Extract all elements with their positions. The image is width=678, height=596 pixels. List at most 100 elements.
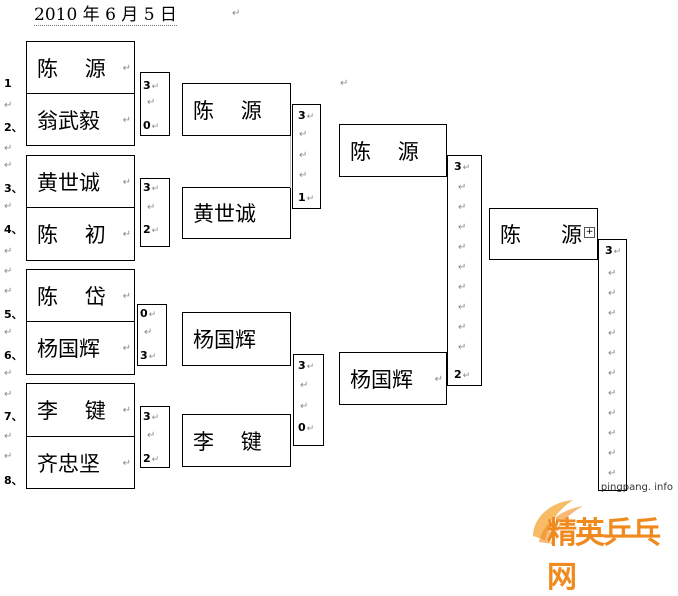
- seed-5: 5、: [4, 308, 23, 321]
- paragraph-mark: ↵: [300, 401, 309, 412]
- seed-3: 3、: [4, 182, 23, 195]
- paragraph-mark: ↵: [4, 431, 13, 442]
- score-bottom: 0↵: [298, 421, 315, 434]
- paragraph-mark: ↵: [122, 62, 131, 74]
- paragraph-mark: ↵: [122, 290, 131, 302]
- player-box-r2-2: 黄世诚: [182, 187, 291, 239]
- score-bottom: 0↵: [143, 119, 160, 132]
- player-box-r2-3: 杨国辉: [182, 312, 291, 366]
- champion-box: 陈 源 +: [489, 208, 598, 260]
- paragraph-mark: ↵: [299, 150, 308, 161]
- player-name: 杨国辉: [193, 328, 256, 352]
- paragraph-mark: ↵: [122, 114, 131, 126]
- player-box-r1-2: 翁武毅 ↵: [26, 93, 135, 146]
- paragraph-mark: ↵: [4, 246, 13, 257]
- logo-swoosh-icon: [533, 500, 583, 544]
- paragraph-mark: ↵: [299, 170, 308, 181]
- seed-8: 8、: [4, 474, 23, 487]
- score-box-r2-1: 3↵ ↵ ↵ ↵ 1↵: [292, 104, 321, 209]
- paragraph-mark: ↵: [4, 389, 13, 400]
- score-box-r2-2: 3↵ ↵ ↵ 0↵: [293, 354, 324, 446]
- paragraph-mark: ↵: [4, 201, 13, 212]
- paragraph-mark-column: ↵↵↵ ↵↵↵ ↵↵↵: [458, 182, 467, 353]
- player-name: 陈 源: [350, 139, 419, 164]
- score-bottom: 1↵: [298, 191, 315, 204]
- score-top: 3↵: [143, 79, 160, 92]
- paragraph-mark: ↵: [300, 380, 309, 391]
- seed-6: 6、: [4, 349, 23, 362]
- page-date: 2010 年 6 月 5 日: [34, 0, 177, 26]
- player-name: 黄世诚: [193, 202, 256, 226]
- score-bottom: 2↵: [454, 368, 471, 381]
- paragraph-mark: ↵: [122, 343, 131, 355]
- paragraph-mark: ↵: [144, 327, 153, 338]
- player-name: 黄世诚: [37, 170, 100, 195]
- final-score: 3↵: [605, 244, 622, 257]
- paragraph-mark: ↵: [147, 97, 156, 108]
- paragraph-mark: ↵: [4, 327, 13, 338]
- score-top: 3↵: [454, 160, 471, 173]
- score-bottom: 2↵: [143, 223, 160, 236]
- watermark-brand: 精英乒乓网: [547, 516, 661, 595]
- seed-2: 2、: [4, 121, 23, 134]
- player-name: 陈 源: [193, 98, 262, 123]
- paragraph-mark: ↵: [122, 405, 131, 417]
- player-name: 杨国辉: [37, 337, 100, 361]
- player-box-r1-4: 陈 初 ↵: [26, 207, 135, 261]
- seed-1: 1: [4, 77, 12, 90]
- paragraph-mark-column: ↵↵↵ ↵↵↵ ↵↵↵ ↵↵: [608, 268, 617, 479]
- logo-text-block: 精英乒乓网: [547, 508, 671, 595]
- brand-watermark: pingpang. info 精英乒乓网: [525, 478, 675, 595]
- paragraph-mark: ↵: [4, 451, 13, 462]
- paragraph-mark: ↵: [122, 176, 131, 188]
- paragraph-mark: ↵: [147, 202, 156, 213]
- watermark-site: pingpang. info: [600, 482, 673, 493]
- paragraph-mark: ↵: [434, 373, 443, 385]
- seed-7: 7、: [4, 410, 23, 423]
- paragraph-mark: ↵: [4, 266, 13, 277]
- paragraph-mark: ↵: [340, 78, 349, 89]
- player-name: 陈 岱: [37, 284, 106, 309]
- score-box-r3: 3↵ ↵↵↵ ↵↵↵ ↵↵↵ 2↵: [447, 155, 482, 386]
- player-box-r1-1: 陈 源 ↵: [26, 41, 135, 94]
- paragraph-mark: ↵: [122, 229, 131, 241]
- player-name: 陈 源: [37, 56, 106, 81]
- player-box-r3-2: 杨国辉 ↵: [339, 352, 447, 405]
- score-bottom: 2↵: [143, 452, 160, 465]
- seed-4: 4、: [4, 223, 23, 236]
- player-box-r1-3: 黄世诚 ↵: [26, 155, 135, 208]
- score-box-r1-1: 3↵ ↵ 0↵: [140, 72, 170, 136]
- player-name: 李 键: [193, 429, 262, 454]
- score-top: 3↵: [143, 410, 160, 423]
- player-box-r1-8: 齐忠坚 ↵: [26, 436, 135, 489]
- paragraph-mark: ↵: [147, 430, 156, 441]
- paragraph-mark: ↵: [4, 368, 13, 379]
- paragraph-mark: ↵: [122, 457, 131, 469]
- score-top: 3↵: [143, 181, 160, 194]
- player-name: 杨国辉: [350, 367, 413, 392]
- paragraph-mark: ↵: [4, 286, 13, 297]
- connector-line: [290, 136, 291, 188]
- score-box-r1-4: 3↵ ↵ 2↵: [140, 406, 170, 468]
- player-box-r1-6: 杨国辉 ↵: [26, 321, 135, 375]
- score-box-r1-3: 0↵ ↵ 3↵: [137, 304, 167, 366]
- player-name: 李 键: [37, 399, 106, 423]
- champion-name: 陈 源: [500, 223, 583, 247]
- score-box-final: 3↵ ↵↵↵ ↵↵↵ ↵↵↵ ↵↵: [598, 239, 627, 491]
- paragraph-mark: ↵: [4, 100, 13, 111]
- player-box-r3-1: 陈 源: [339, 124, 447, 177]
- player-box-r1-7: 李 键 ↵: [26, 383, 135, 437]
- score-top: 0↵: [140, 307, 157, 320]
- player-name: 齐忠坚: [37, 451, 100, 476]
- score-top: 3↵: [298, 359, 315, 372]
- player-name: 陈 初: [37, 223, 106, 247]
- player-box-r2-1: 陈 源: [182, 83, 291, 136]
- paragraph-mark: ↵: [299, 129, 308, 140]
- player-name: 翁武毅: [37, 108, 100, 133]
- score-box-r1-2: 3↵ ↵ 2↵: [140, 178, 170, 247]
- anchor-icon: +: [584, 227, 595, 238]
- score-top: 3↵: [298, 109, 315, 122]
- score-bottom: 3↵: [140, 349, 157, 362]
- player-box-r1-5: 陈 岱 ↵: [26, 269, 135, 322]
- paragraph-mark: ↵: [4, 143, 13, 154]
